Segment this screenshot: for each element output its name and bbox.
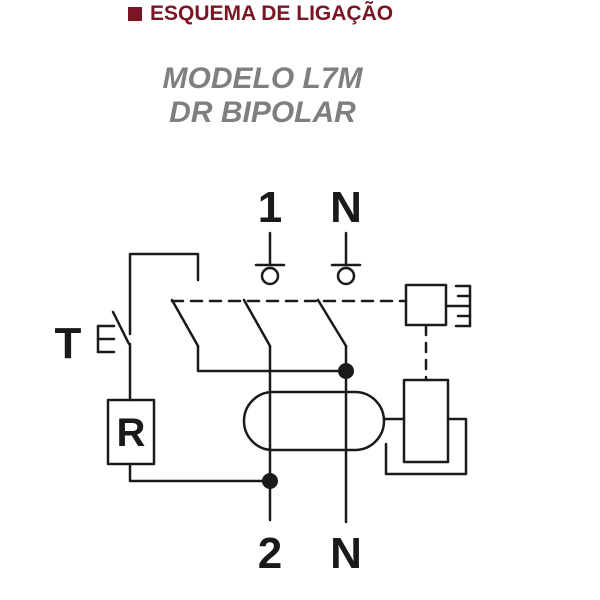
model-title: MODELO L7M DR BIPOLAR xyxy=(0,62,525,130)
return-wire xyxy=(128,462,272,483)
toroid-transformer xyxy=(242,390,386,452)
test-circuit-bracket xyxy=(128,252,200,336)
test-button-label: T xyxy=(55,319,82,368)
terminal-1-contact xyxy=(254,231,286,286)
terminal-label-2: 2 xyxy=(258,529,282,578)
terminal-label-1: 1 xyxy=(258,183,282,232)
terminal-n-top-contact xyxy=(330,231,362,286)
resistor-label: R xyxy=(117,411,146,455)
terminal-label-n-top: N xyxy=(330,183,362,232)
square-bullet-icon xyxy=(128,7,142,21)
switch-blade-test xyxy=(170,298,200,348)
switch-blade-n xyxy=(316,298,348,348)
switch-blade-1 xyxy=(242,298,272,348)
section-header: ESQUEMA DE LIGAÇÃO xyxy=(128,2,393,26)
test-wire xyxy=(196,344,348,373)
junction-dot-lower xyxy=(262,473,278,489)
section-title: ESQUEMA DE LIGAÇÃO xyxy=(150,2,394,25)
toroid-relay-wire-loop xyxy=(384,417,468,476)
model-line-2: DR BIPOLAR xyxy=(169,96,356,129)
trip-mechanism xyxy=(404,283,448,327)
ground-symbol-icon xyxy=(444,284,472,328)
trip-relay xyxy=(402,378,450,464)
model-line-1: MODELO L7M xyxy=(162,62,363,95)
junction-dot-upper xyxy=(338,363,354,379)
terminal-label-n-bottom: N xyxy=(330,529,362,578)
test-button-icon xyxy=(96,310,131,354)
